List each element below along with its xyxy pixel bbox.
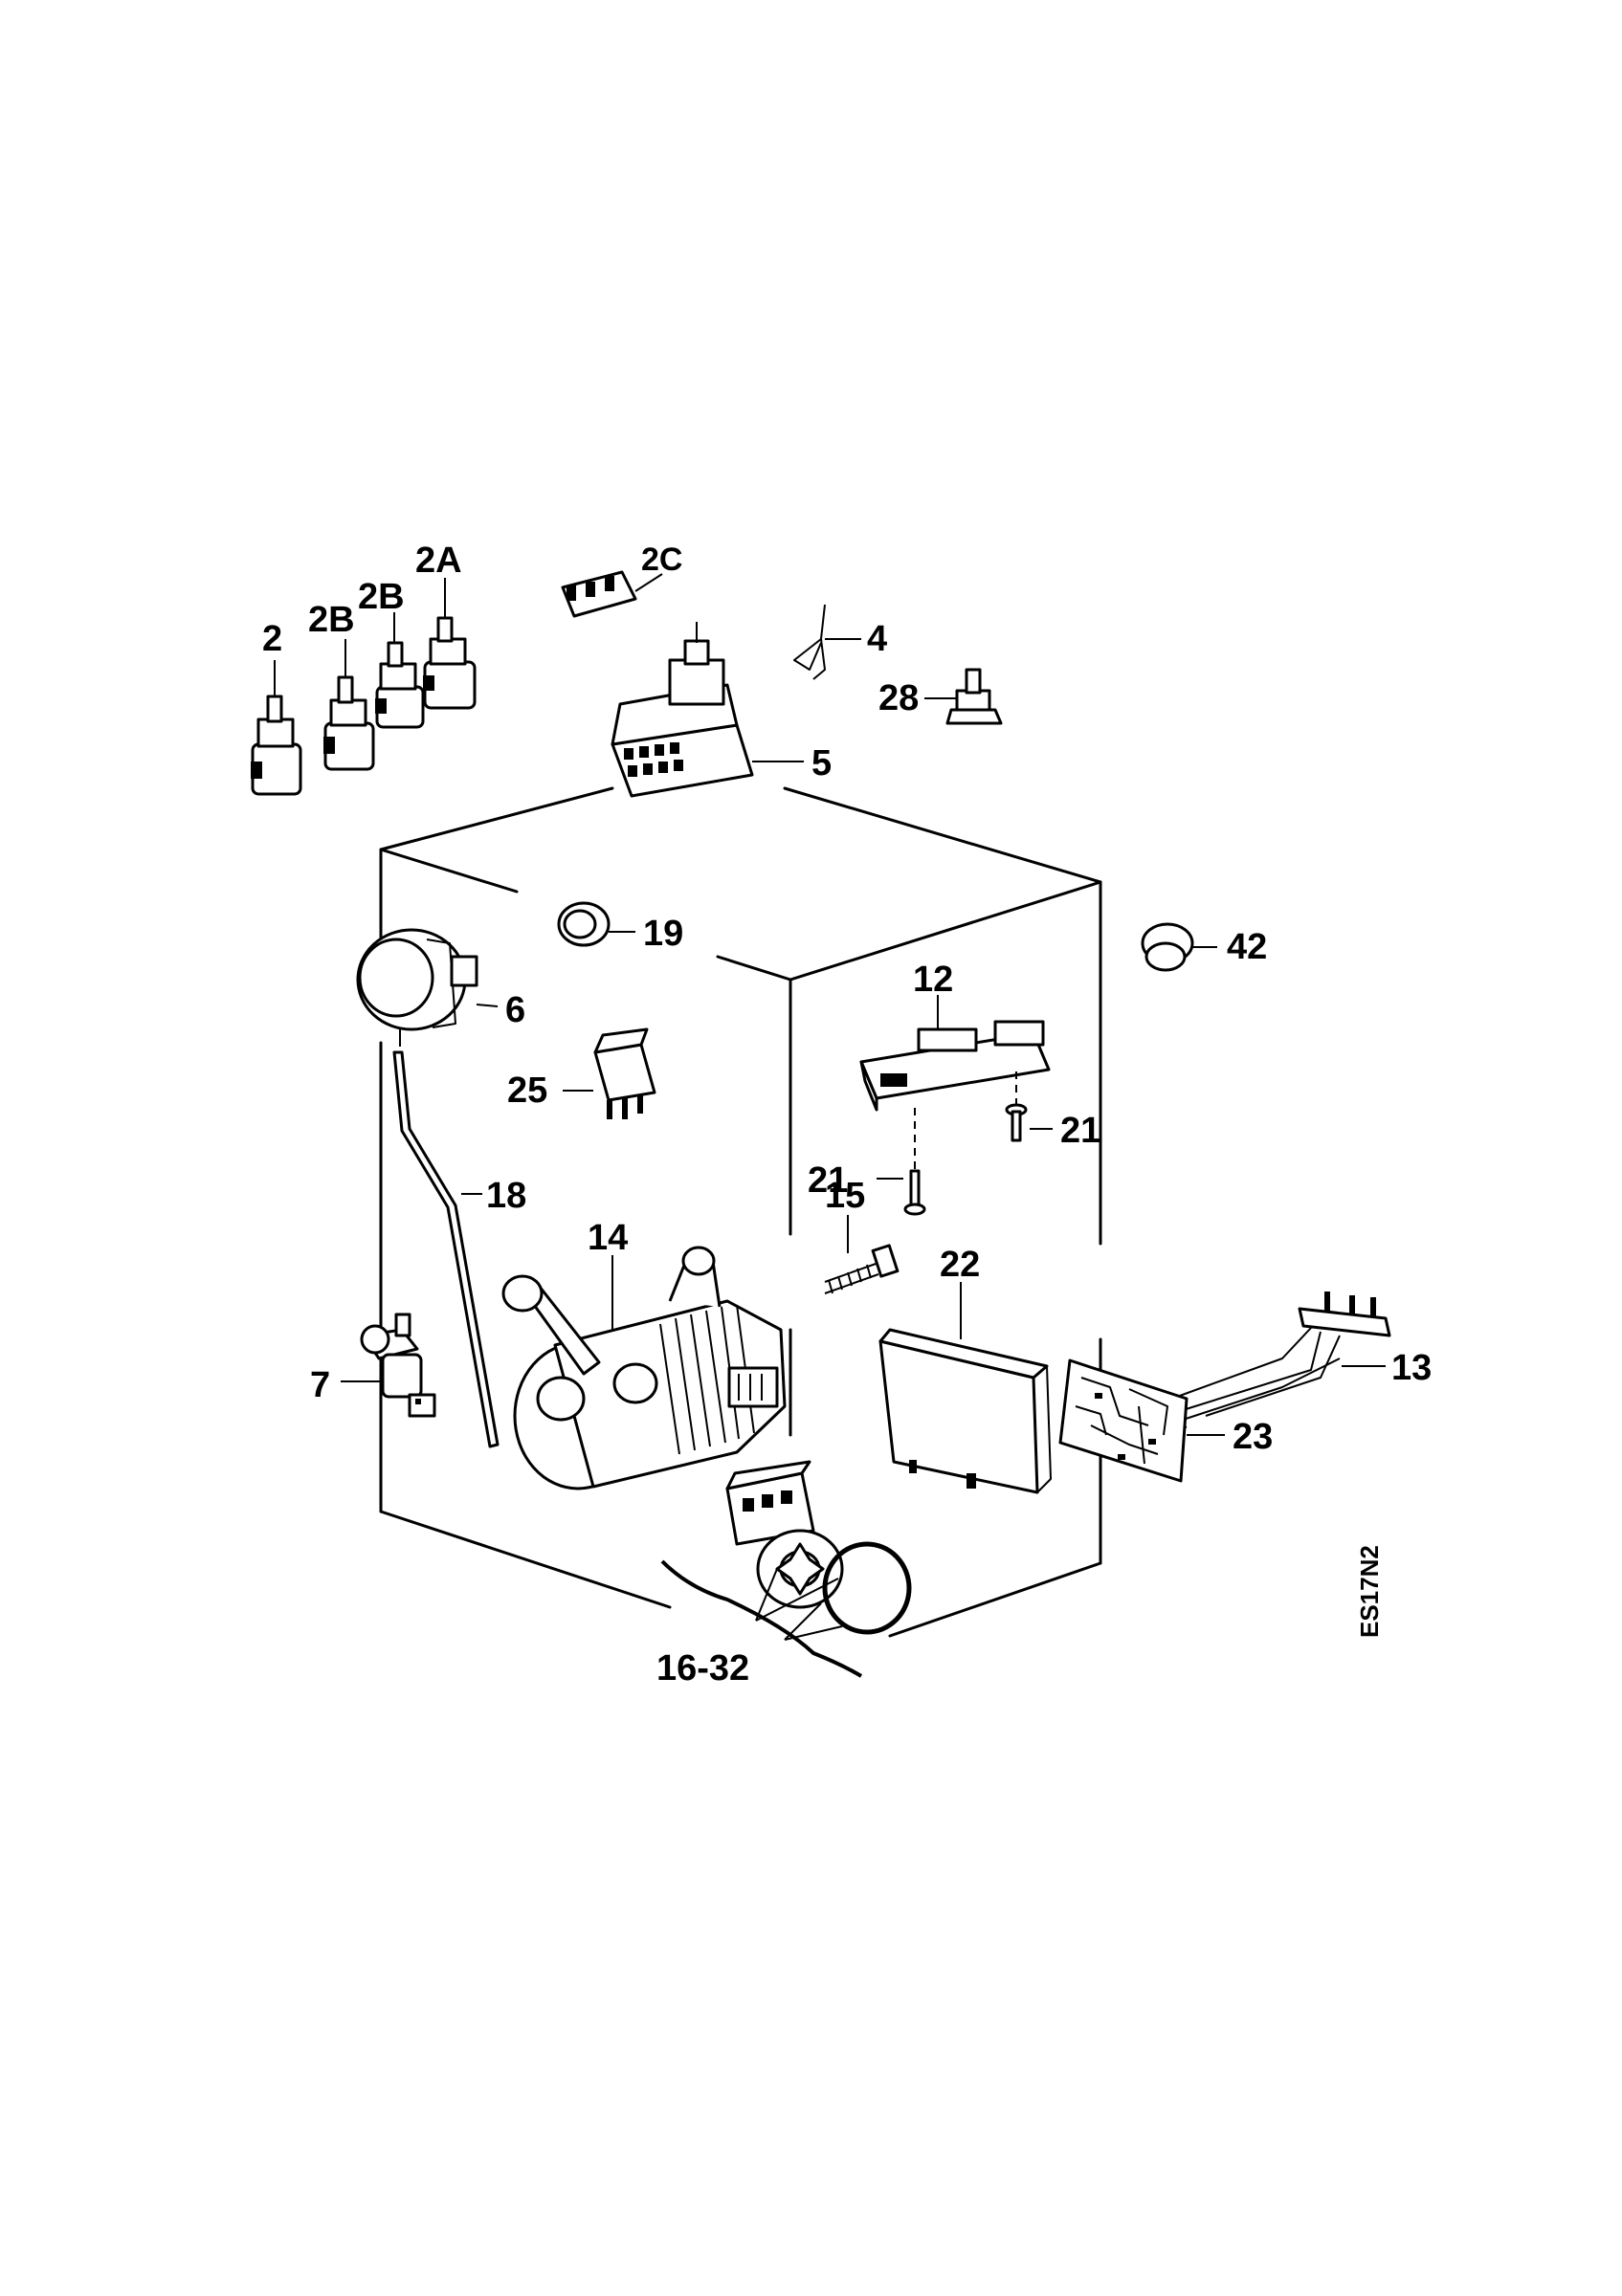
label-18: 18: [486, 1176, 526, 1216]
label-14: 14: [588, 1218, 628, 1258]
label-12: 12: [913, 960, 953, 1000]
pressure-switch-6-part: [356, 928, 499, 1047]
programmer-5-part: [611, 622, 804, 798]
label-16-32: 16-32: [656, 1648, 749, 1689]
label-28: 28: [878, 678, 919, 718]
label-2c: 2C: [641, 541, 682, 578]
pcb-traces: [1075, 1377, 1168, 1465]
label-15: 15: [825, 1176, 865, 1216]
screw-21-right-part: [1005, 1071, 1053, 1142]
label-21-right: 21: [1060, 1111, 1100, 1151]
screw-21-left-part: [877, 1108, 926, 1216]
pump-16-32-part: [660, 1460, 912, 1678]
door-lock-12-part: [859, 995, 1051, 1112]
module-frame-22-part: [878, 1282, 1052, 1494]
relay-25-part: [563, 1027, 656, 1119]
label-25: 25: [507, 1071, 547, 1111]
switch-2a-part: [423, 578, 477, 710]
hose-18-part: [392, 1050, 500, 1448]
label-2b-right: 2B: [358, 577, 405, 617]
brush-15-part: [824, 1215, 900, 1294]
grommet-19-part: [557, 901, 635, 947]
figure-code: ES17N2: [1355, 1545, 1384, 1638]
label-5: 5: [811, 743, 832, 784]
label-4: 4: [867, 619, 887, 659]
label-13: 13: [1391, 1348, 1432, 1388]
valve-7-part: [341, 1313, 436, 1418]
label-23: 23: [1233, 1417, 1273, 1457]
motor-14-part: [501, 1246, 787, 1490]
callout-labels: 2 2B 2B 2A 2C 4 28 5 19 42 6 12 25 21 21…: [262, 541, 1432, 1689]
label-19: 19: [643, 914, 683, 954]
switch-2b-right-part: [375, 612, 425, 729]
heating-element-13-part: [1156, 1292, 1391, 1428]
label-21-left: 21: [808, 1160, 848, 1201]
plug-42-part: [1141, 922, 1217, 972]
label-22: 22: [940, 1245, 980, 1285]
programmer-contacts: [624, 742, 683, 777]
label-7: 7: [310, 1365, 330, 1405]
connector-2c-part: [561, 570, 663, 618]
label-2b-left: 2B: [308, 600, 355, 640]
switch-2b-left-part: [323, 639, 375, 771]
label-2a: 2A: [415, 541, 462, 581]
circuit-board-23-part: [1058, 1358, 1225, 1483]
thermostat-28-part: [924, 668, 1003, 725]
label-2: 2: [262, 619, 282, 659]
label-6: 6: [505, 990, 525, 1030]
switch-2-part: [251, 660, 302, 796]
label-42: 42: [1227, 927, 1267, 967]
sensor-4-part: [793, 604, 861, 680]
